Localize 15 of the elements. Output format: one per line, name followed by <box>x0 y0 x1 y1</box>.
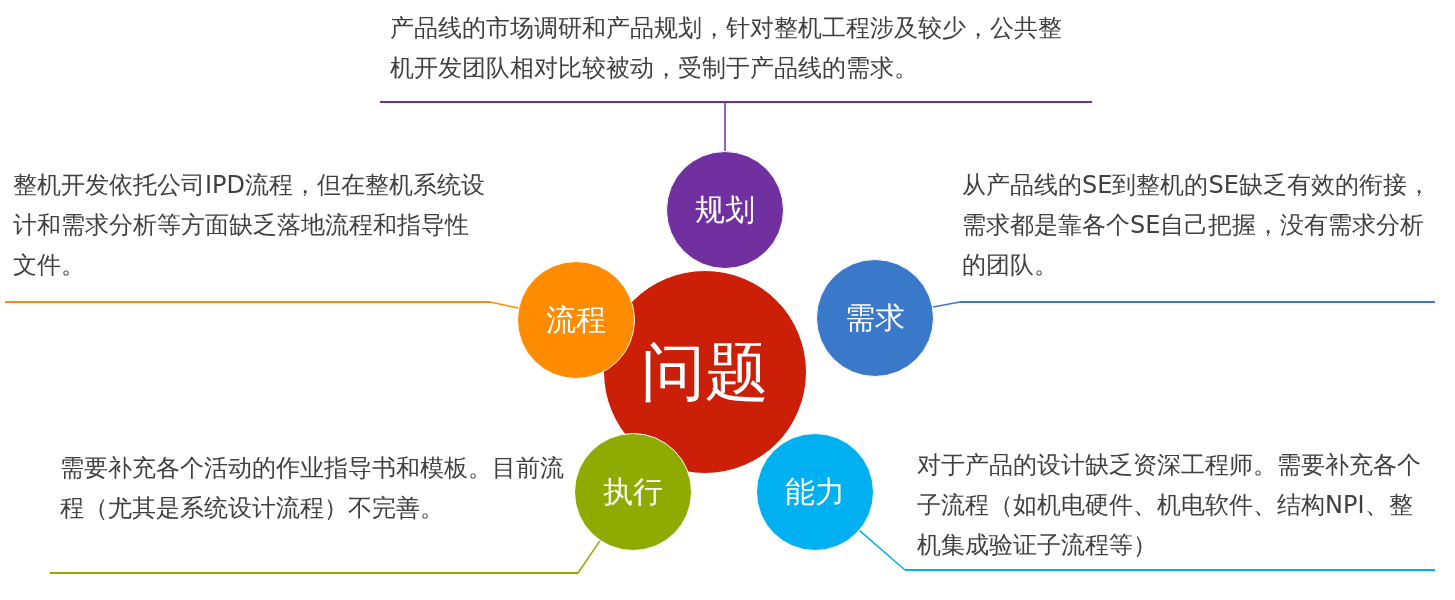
note-text: 需要补充各个活动的作业指导书和模板。目前流程（尤其是系统设计流程）不完善。 <box>50 448 578 574</box>
note-text: 产品线的市场调研和产品规划，针对整机工程涉及较少，公共整机开发团队相对比较被动，受制于产品线的需求。 <box>380 8 1092 103</box>
topic-circle: 能力 <box>756 433 874 551</box>
note-text: 从产品线的SE到整机的SE缺乏有效的衔接，需求都是靠各个SE自己把握，没有需求分析的团队。 <box>960 165 1435 303</box>
topic-circle: 需求 <box>816 259 934 377</box>
note-text: 对于产品的设计缺乏资深工程师。需要补充各个子流程（如机电硬件、机电软件、结构NPI、整机集成验证子流程等） <box>905 445 1435 571</box>
leader-line <box>932 301 961 308</box>
leader-line <box>858 529 906 571</box>
topic-circle: 规划 <box>666 151 784 269</box>
note-text: 整机开发依托公司IPD流程，但在整机系统设计和需求分析等方面缺乏落地流程和指导性文件。 <box>5 165 490 303</box>
leader-line <box>577 540 601 574</box>
leader-line <box>489 301 519 309</box>
topic-circle: 执行 <box>574 433 692 551</box>
leader-line <box>724 101 726 152</box>
topic-circle: 流程 <box>517 261 635 379</box>
